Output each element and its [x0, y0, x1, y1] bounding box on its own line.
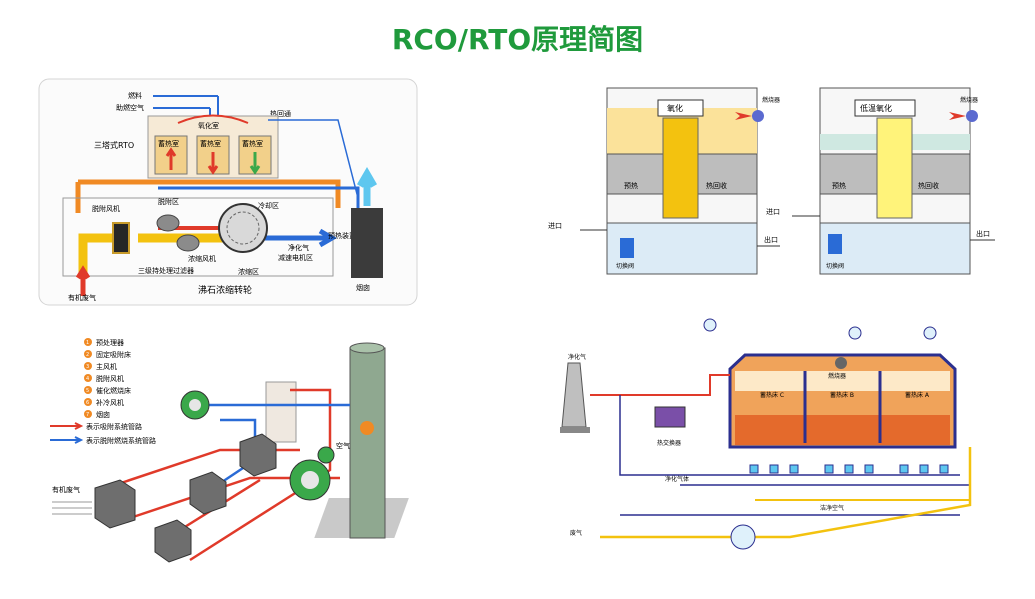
oxidation-label-left: 氧化 — [667, 103, 683, 113]
svg-text:脱附风机: 脱附风机 — [96, 374, 124, 383]
desorption-fan — [156, 214, 180, 232]
adsorption-catalytic-diagram: 1 预处理器 2 固定吸附床 3 主风机 4 脱附风机 5 催化燃烧床 6 补冷… — [40, 330, 420, 580]
svg-text:固定吸附床: 固定吸附床 — [96, 350, 131, 359]
stack — [561, 362, 587, 428]
organic-gas-label: 有机废气 — [52, 485, 80, 494]
oxidation-label-right: 低温氧化 — [860, 103, 892, 113]
desorption-zone-label: 脱附区 — [158, 197, 179, 206]
svg-text:7: 7 — [86, 412, 89, 418]
purge-gas-label: 净化气体 — [665, 475, 689, 483]
preheat-label-right: 预热 — [832, 181, 846, 190]
svg-text:表示脱附燃烧系统管路: 表示脱附燃烧系统管路 — [86, 436, 156, 445]
concentration-fan-label: 浓缩风机 — [188, 254, 216, 263]
outlet-label-right: 出口 — [976, 229, 990, 238]
svg-text:4: 4 — [86, 376, 89, 382]
svg-text:主风机: 主风机 — [96, 362, 117, 371]
desorption-fan-label: 脱附风机 — [92, 204, 120, 213]
svg-text:烟囱: 烟囱 — [96, 410, 110, 419]
organic-gas-label: 有机废气 — [68, 293, 96, 302]
adsorption-zone-label: 浓缩区 — [238, 267, 259, 276]
heater-column-right — [876, 117, 913, 219]
svg-text:蓄热室: 蓄热室 — [242, 139, 263, 148]
heat-exchanger — [654, 406, 686, 428]
cooling-zone-label: 冷却区 — [258, 201, 279, 210]
three-tower-rto-label: 三塔式RTO — [94, 140, 134, 150]
chimney-label: 烟囱 — [356, 283, 370, 292]
speed-motor-label: 减速电机区 — [278, 253, 313, 262]
oxidation-chamber-label: 氧化室 — [198, 121, 219, 130]
svg-text:催化燃烧床: 催化燃烧床 — [96, 386, 131, 395]
burner-label-left: 燃烧器 — [762, 96, 780, 104]
clean-air-label: 洁净空气 — [820, 504, 844, 512]
heat-recover-label-right: 热回收 — [918, 181, 939, 190]
svg-text:预处理器: 预处理器 — [96, 338, 124, 347]
three-stage-filter-label: 三级持处理过滤器 — [138, 266, 194, 275]
bottom-label-right: 切换阀 — [826, 262, 844, 270]
svg-text:1: 1 — [86, 340, 89, 346]
rto-flow-schematic: 净化气 燃烧器 蓄热床 C 蓄热床 B 蓄热床 A 热交换器 废气 净化气体 洁… — [560, 315, 1000, 560]
concentration-fan — [176, 234, 200, 252]
burner-label: 燃烧器 — [828, 372, 846, 380]
svg-text:蓄热室: 蓄热室 — [200, 139, 221, 148]
combustion-air-label: 助燃空气 — [116, 103, 144, 112]
legend: 1 预处理器 2 固定吸附床 3 主风机 4 脱附风机 5 催化燃烧床 6 补冷… — [50, 338, 156, 445]
svg-text:表示吸附系统管路: 表示吸附系统管路 — [86, 422, 142, 431]
fuel-label: 燃料 — [128, 91, 142, 100]
preheat-device-label: 预热装置 — [328, 231, 356, 240]
filter-box — [112, 222, 130, 254]
chamber-b-label: 蓄热床 B — [830, 391, 854, 399]
zeolite-wheel-label: 沸石浓缩转轮 — [198, 284, 252, 296]
svg-text:5: 5 — [86, 388, 89, 394]
svg-text:蓄热室: 蓄热室 — [158, 139, 179, 148]
burner-label-right: 燃烧器 — [960, 96, 978, 104]
air-label: 空气 — [336, 441, 350, 450]
heater-column-left — [662, 117, 699, 219]
heat-recover-label-left: 热回收 — [706, 181, 727, 190]
svg-text:3: 3 — [86, 364, 89, 370]
preheat-label-left: 预热 — [624, 181, 638, 190]
svg-text:6: 6 — [86, 400, 89, 406]
chimney-stack — [351, 208, 383, 278]
page-title: RCO/RTO原理简图 — [391, 23, 644, 56]
inlet-label-right: 进口 — [766, 208, 780, 216]
waste-gas-label: 废气 — [570, 529, 582, 537]
catalytic-bed — [265, 381, 297, 443]
svg-text:2: 2 — [86, 352, 89, 358]
zeolite-rto-diagram: 燃料 助燃空气 热回通 三塔式RTO 氧化室 蓄热室 蓄热室 蓄热室 脱附风机 … — [38, 78, 418, 306]
rto-units-diagram: 氧化 燃烧器 预热 热回收 进口 出口 切换阀 低温氧化 燃烧器 预热 热回收 … — [540, 78, 1010, 278]
zeolite-wheel — [218, 203, 268, 253]
heat-recovery-label: 热回通 — [270, 109, 291, 118]
rto-unit-left: 氧化 燃烧器 预热 热回收 进口 出口 切换阀 — [548, 87, 780, 275]
chimney-stack — [349, 347, 386, 539]
inlet-label-left: 进口 — [548, 222, 562, 230]
svg-text:补冷风机: 补冷风机 — [96, 398, 124, 407]
chamber-a-label: 蓄热床 A — [905, 391, 930, 399]
chamber-c-label: 蓄热床 C — [760, 391, 784, 399]
rto-unit-right: 低温氧化 燃烧器 预热 热回收 进口 出口 切换阀 — [766, 87, 995, 275]
purified-gas-label: 净化气 — [288, 243, 309, 252]
main-fan — [730, 524, 756, 550]
heat-exchanger-label: 热交换器 — [657, 439, 681, 447]
outlet-label-left: 出口 — [764, 235, 778, 244]
bottom-label-left: 切换阀 — [616, 262, 634, 270]
purified-gas-label: 净化气 — [568, 353, 586, 361]
